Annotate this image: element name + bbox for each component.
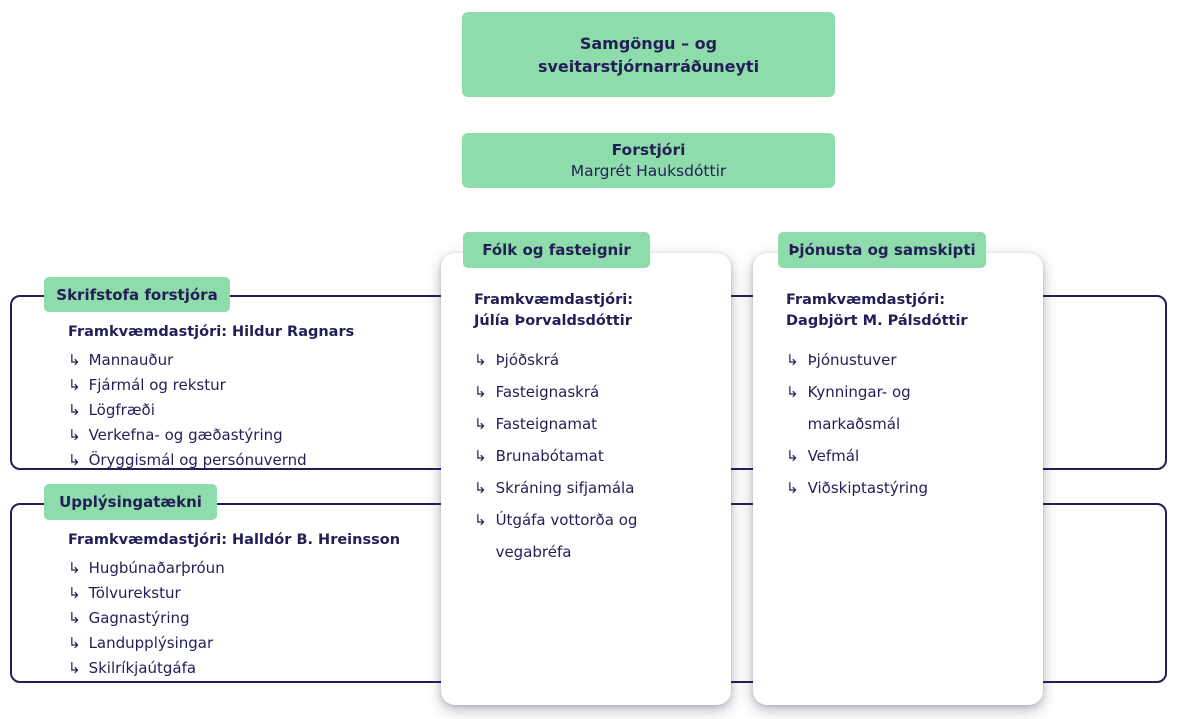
branch-arrow-icon: ↳ <box>68 584 81 602</box>
sub-unit-label: Vefmál <box>807 447 860 465</box>
section-content: Framkvæmdastjóri: Halldór B. Hreinsson ↳… <box>12 505 1165 681</box>
branch-arrow-icon: ↳ <box>474 479 487 497</box>
branch-arrow-icon: ↳ <box>474 511 487 529</box>
sub-unit-label: Fasteignaskrá <box>495 383 600 401</box>
section-tab-skrifstofa-forstjora: Skrifstofa forstjóra <box>44 277 230 312</box>
sub-unit-item: ↳ Skráning sifjamála <box>474 472 713 504</box>
section-tab-label: Fólk og fasteignir <box>482 241 631 259</box>
sub-unit-list: ↳ Hugbúnaðarþróun ↳ Tölvurekstur ↳ Gagna… <box>68 556 1165 681</box>
sub-unit-label: Fjármál og rekstur <box>88 376 226 394</box>
sub-unit-item: ↳ Brunabótamat <box>474 440 713 472</box>
branch-arrow-icon: ↳ <box>68 426 81 444</box>
sub-unit-item: ↳ Mannauður <box>68 348 1165 373</box>
sub-unit-label: Viðskiptastýring <box>807 479 929 497</box>
sub-unit-item: ↳ Kynningar- og markaðsmál <box>786 376 1025 440</box>
sub-unit-label: Fasteignamat <box>495 415 598 433</box>
sub-unit-item: ↳ Þjónustuver <box>786 344 1025 376</box>
ministry-title-line2: sveitarstjórnarráðuneyti <box>537 56 760 76</box>
sub-unit-label: Mannauður <box>88 351 174 369</box>
branch-arrow-icon: ↳ <box>68 559 81 577</box>
branch-arrow-icon: ↳ <box>68 451 81 469</box>
section-tab-thjonusta-og-samskipti: Þjónusta og samskipti <box>778 232 986 268</box>
sub-unit-label: Kynningar- og markaðsmál <box>807 383 911 433</box>
sub-unit-item: ↳ Skilríkjaútgáfa <box>68 656 1165 681</box>
sub-unit-list: ↳ Mannauður ↳ Fjármál og rekstur ↳ Lögfr… <box>68 348 1165 473</box>
card-manager-label: Framkvæmdastjóri: <box>474 292 633 308</box>
section-tab-label: Skrifstofa forstjóra <box>56 285 218 304</box>
sub-unit-label: Lögfræði <box>88 401 155 419</box>
branch-arrow-icon: ↳ <box>474 447 487 465</box>
branch-arrow-icon: ↳ <box>786 383 799 401</box>
sub-unit-item: ↳ Útgáfa vottorða og vegabréfa <box>474 504 713 568</box>
sub-unit-item: ↳ Fasteignaskrá <box>474 376 713 408</box>
branch-arrow-icon: ↳ <box>68 401 81 419</box>
branch-arrow-icon: ↳ <box>68 659 81 677</box>
branch-arrow-icon: ↳ <box>786 447 799 465</box>
sub-unit-item: ↳ Öryggismál og persónuvernd <box>68 448 1165 473</box>
branch-arrow-icon: ↳ <box>68 609 81 627</box>
sub-unit-label: Skráning sifjamála <box>495 479 635 497</box>
card-manager-name: Júlía Þorvaldsdóttir <box>474 313 632 329</box>
sub-unit-item: ↳ Landupplýsingar <box>68 631 1165 656</box>
sub-unit-item: ↳ Hugbúnaðarþróun <box>68 556 1165 581</box>
branch-arrow-icon: ↳ <box>474 415 487 433</box>
sub-unit-list: ↳ Þjónustuver ↳ Kynningar- og markaðsmál… <box>786 344 1025 504</box>
section-tab-upplysingataekni: Upplýsingatækni <box>44 484 217 520</box>
branch-arrow-icon: ↳ <box>68 376 81 394</box>
sub-unit-item: ↳ Verkefna- og gæðastýring <box>68 423 1165 448</box>
ministry-box: Samgöngu – og sveitarstjórnarráðuneyti <box>462 12 835 97</box>
section-tab-folk-og-fasteignir: Fólk og fasteignir <box>463 232 650 268</box>
director-title: Forstjóri <box>611 140 686 159</box>
sub-unit-label: Landupplýsingar <box>88 634 214 652</box>
section-manager: Framkvæmdastjóri: Hildur Ragnars <box>68 324 355 340</box>
card-manager-label: Framkvæmdastjóri: <box>786 292 945 308</box>
section-tab-label: Upplýsingatækni <box>59 493 202 511</box>
sub-unit-label: Þjóðskrá <box>495 351 560 369</box>
branch-arrow-icon: ↳ <box>68 634 81 652</box>
sub-unit-label: Hugbúnaðarþróun <box>88 559 225 577</box>
branch-arrow-icon: ↳ <box>474 383 487 401</box>
card-folk-og-fasteignir: Framkvæmdastjóri: Júlía Þorvaldsdóttir ↳… <box>441 253 731 705</box>
ministry-title-line1: Samgöngu – og <box>579 33 718 53</box>
section-content: Framkvæmdastjóri: Hildur Ragnars ↳ Manna… <box>12 297 1165 473</box>
card-manager-name: Dagbjört M. Pálsdóttir <box>786 313 968 329</box>
sub-unit-label: Brunabótamat <box>495 447 604 465</box>
sub-unit-item: ↳ Gagnastýring <box>68 606 1165 631</box>
sub-unit-list: ↳ Þjóðskrá ↳ Fasteignaskrá ↳ Fasteignama… <box>474 344 713 568</box>
branch-arrow-icon: ↳ <box>786 479 799 497</box>
director-box: Forstjóri Margrét Hauksdóttir <box>462 133 835 188</box>
branch-arrow-icon: ↳ <box>474 351 487 369</box>
sub-unit-label: Öryggismál og persónuvernd <box>88 451 307 469</box>
sub-unit-label: Útgáfa vottorða og vegabréfa <box>495 511 638 561</box>
sub-unit-label: Gagnastýring <box>88 609 190 627</box>
card-thjonusta-og-samskipti: Framkvæmdastjóri: Dagbjört M. Pálsdóttir… <box>753 253 1043 705</box>
sub-unit-item: ↳ Vefmál <box>786 440 1025 472</box>
sub-unit-item: ↳ Viðskiptastýring <box>786 472 1025 504</box>
director-name: Margrét Hauksdóttir <box>570 161 727 180</box>
section-manager: Framkvæmdastjóri: Halldór B. Hreinsson <box>68 532 401 548</box>
sub-unit-label: Tölvurekstur <box>88 584 181 602</box>
sub-unit-item: ↳ Tölvurekstur <box>68 581 1165 606</box>
branch-arrow-icon: ↳ <box>68 351 81 369</box>
section-tab-label: Þjónusta og samskipti <box>788 241 976 259</box>
branch-arrow-icon: ↳ <box>786 351 799 369</box>
sub-unit-item: ↳ Lögfræði <box>68 398 1165 423</box>
sub-unit-item: ↳ Þjóðskrá <box>474 344 713 376</box>
sub-unit-item: ↳ Fasteignamat <box>474 408 713 440</box>
sub-unit-label: Verkefna- og gæðastýring <box>88 426 283 444</box>
sub-unit-label: Skilríkjaútgáfa <box>88 659 197 677</box>
sub-unit-item: ↳ Fjármál og rekstur <box>68 373 1165 398</box>
sub-unit-label: Þjónustuver <box>807 351 897 369</box>
